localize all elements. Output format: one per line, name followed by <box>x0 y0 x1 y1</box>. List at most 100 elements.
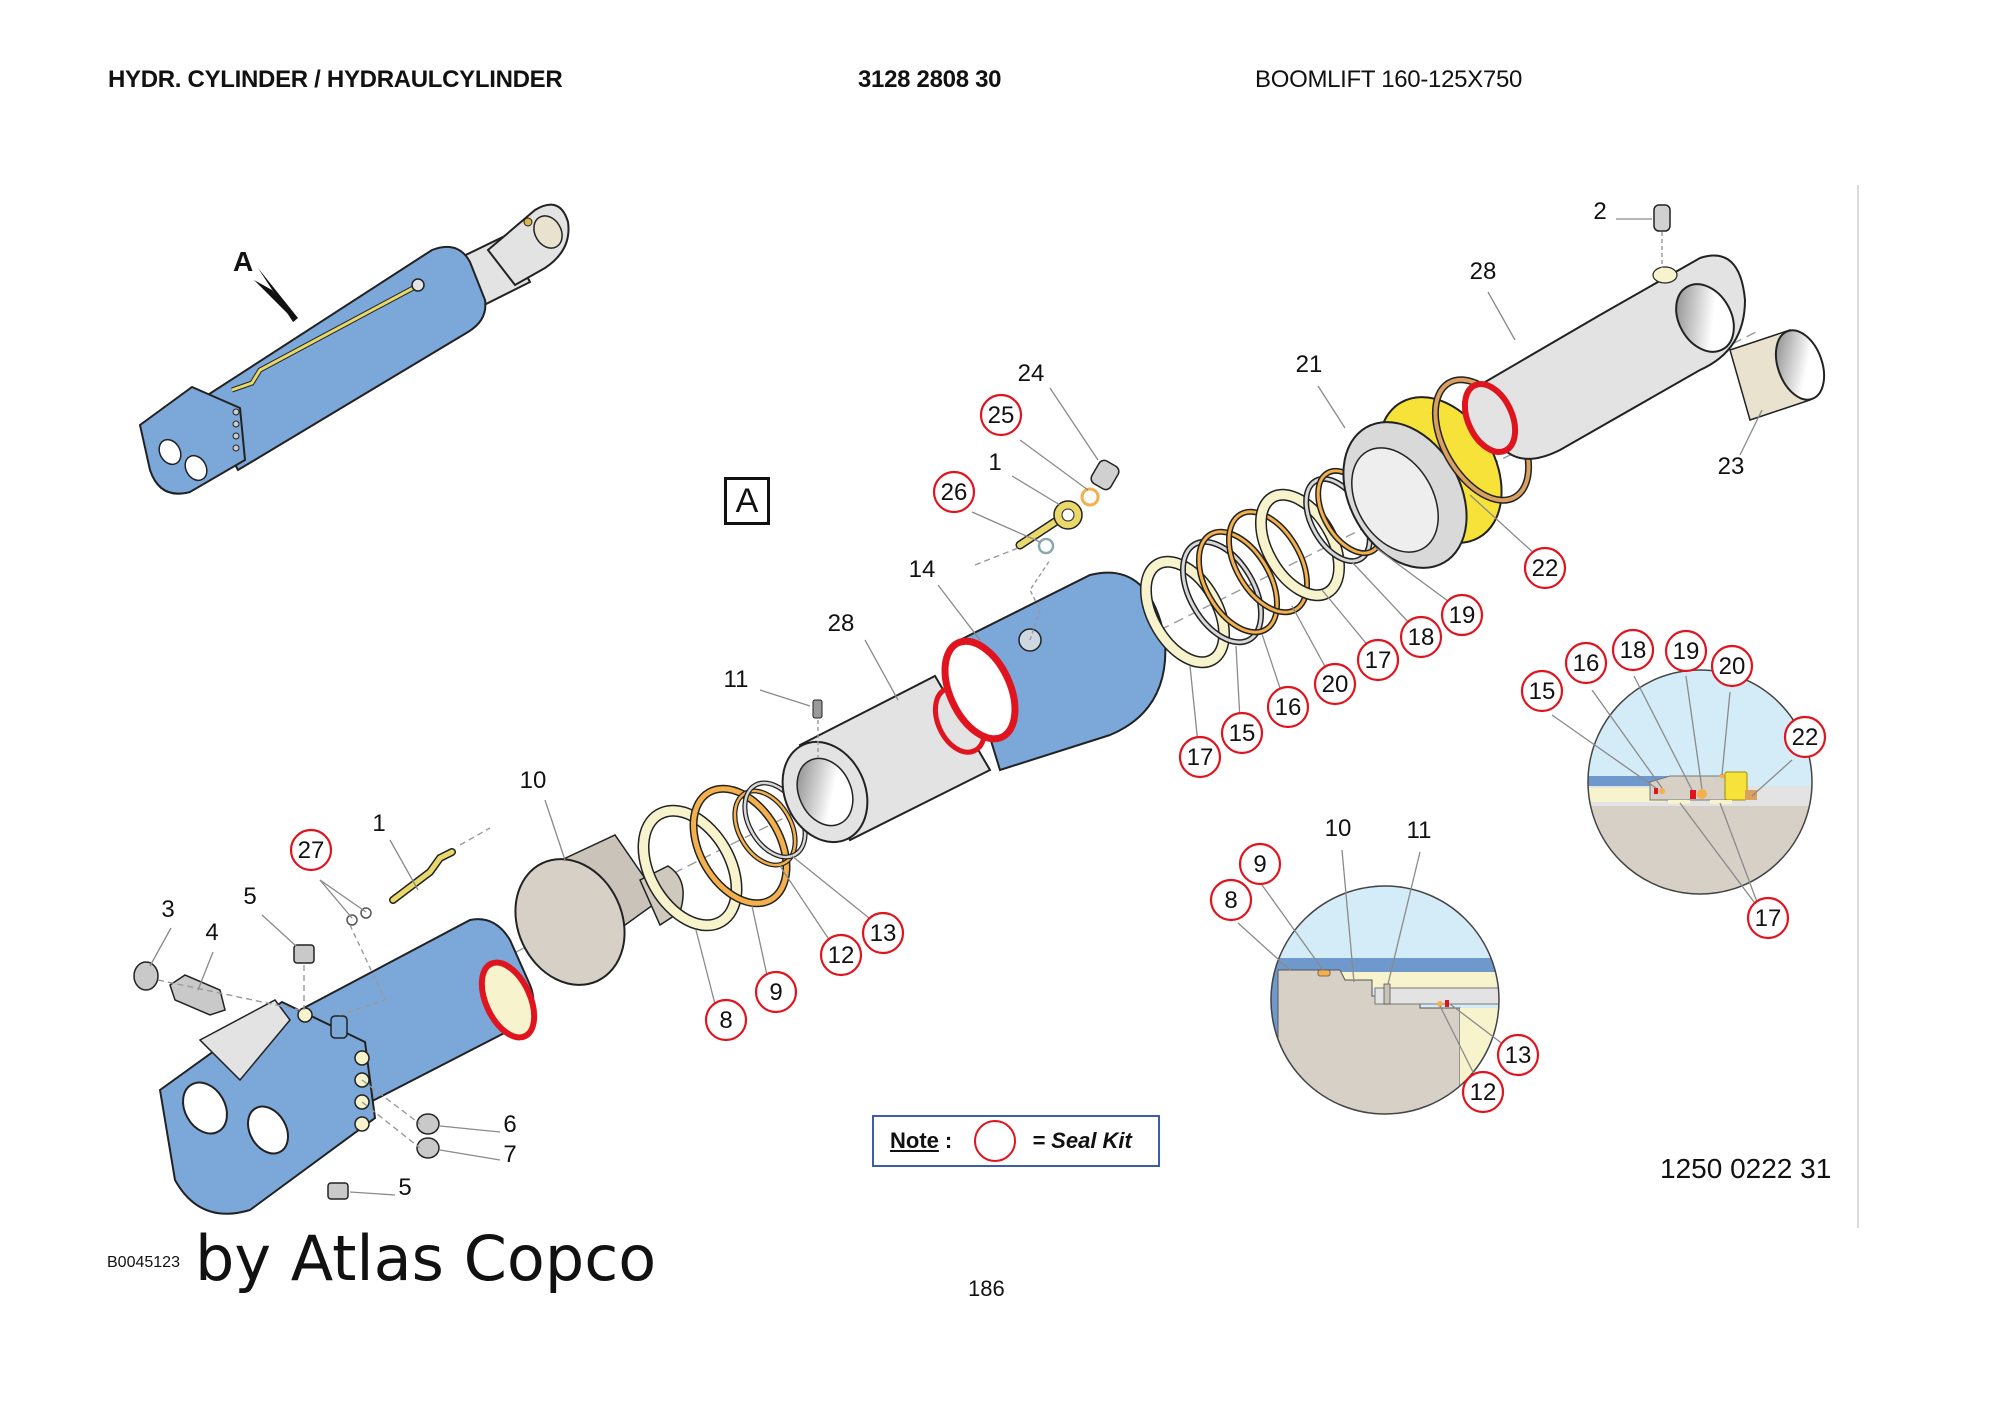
seal-kit-circle-icon <box>974 1120 1017 1162</box>
callout-number: 19 <box>1673 638 1700 665</box>
callout-8: 8 <box>704 998 748 1042</box>
callout-11: 11 <box>724 666 749 693</box>
bushing-part-23 <box>1729 329 1826 421</box>
callout-number: 17 <box>1755 905 1782 932</box>
callout-number: 15 <box>1229 720 1256 747</box>
callout-number: 5 <box>398 1174 411 1201</box>
tube-bore-seal-face <box>478 959 538 1041</box>
callout-number: 4 <box>205 919 218 946</box>
callout-22: 22 <box>1523 546 1567 590</box>
seal-kit-marker <box>1611 628 1655 672</box>
detail-piston-section <box>1237 849 1509 1115</box>
seal-kit-marker <box>1399 615 1443 659</box>
detail-gland-callout-16: 16 <box>1564 641 1608 685</box>
cylinder-head-part-14 <box>941 559 1167 772</box>
seal-kit-marker <box>1266 685 1310 729</box>
callout-19: 19 <box>1440 593 1484 637</box>
callout-number: 1 <box>988 449 1001 476</box>
view-a-arrow <box>258 268 298 322</box>
note-label: Note <box>890 1128 939 1153</box>
reference-code: 1250 0222 31 <box>1660 1153 1832 1184</box>
page-edge-line <box>1857 185 1859 1228</box>
callout-number: 16 <box>1275 694 1302 721</box>
head-fittings <box>974 459 1120 566</box>
callout-number: 11 <box>1407 817 1432 844</box>
callout-27: 27 <box>289 828 333 872</box>
detail-gland-callout-18: 18 <box>1611 628 1655 672</box>
overview-cylinder <box>138 203 570 495</box>
callout-21: 21 <box>1296 351 1323 378</box>
document-title: HYDR. CYLINDER / HYDRAULCYLINDER <box>108 66 563 93</box>
seal-kit-marker <box>979 393 1023 437</box>
callout-20: 20 <box>1313 662 1357 706</box>
callout-number: 8 <box>1224 887 1237 914</box>
seal-kit-marker <box>1496 1033 1540 1077</box>
valve-part-4 <box>169 974 226 1016</box>
callout-23: 23 <box>1718 453 1745 480</box>
callout-12: 12 <box>819 933 863 977</box>
cylinder-tube-with-base <box>158 918 538 1215</box>
seal-kit-marker <box>289 828 333 872</box>
detail-piston-callout-11: 11 <box>1407 817 1432 844</box>
callout-number: 10 <box>1325 815 1352 842</box>
callout-number: 24 <box>1018 360 1045 387</box>
callout-26: 26 <box>932 470 976 514</box>
callout-28: 28 <box>828 610 855 637</box>
callout-number: 26 <box>941 479 968 506</box>
callout-17: 17 <box>1178 735 1222 779</box>
callout-number: 10 <box>520 767 547 794</box>
callout-2: 2 <box>1593 198 1606 225</box>
callout-28: 28 <box>1470 258 1497 285</box>
seal-kit-marker <box>754 970 798 1014</box>
callout-number: 17 <box>1187 744 1214 771</box>
callout-number: 18 <box>1408 624 1435 651</box>
callout-6: 6 <box>503 1111 516 1138</box>
callout-number: 20 <box>1719 653 1746 680</box>
callout-24: 24 <box>1018 360 1045 387</box>
callout-9: 9 <box>754 970 798 1014</box>
callout-number: 28 <box>828 610 855 637</box>
seal-kit-marker <box>1238 842 1282 886</box>
detail-gland-section <box>1551 669 1813 911</box>
page-number: 186 <box>968 1276 1005 1301</box>
seal-kit-marker <box>1209 878 1253 922</box>
callout-1: 1 <box>988 449 1001 476</box>
callout-number: 7 <box>503 1141 516 1168</box>
callout-number: 12 <box>1470 1079 1497 1106</box>
detail-gland-callout-22: 22 <box>1783 715 1827 759</box>
seal-kit-marker <box>1313 662 1357 706</box>
seal-kit-marker <box>1461 1070 1505 1114</box>
callout-number: 8 <box>719 1007 732 1034</box>
callout-number: 25 <box>988 402 1015 429</box>
part-number: 3128 2808 30 <box>858 66 1002 93</box>
rod-eye-part-28 <box>1461 204 1826 460</box>
detail-piston-callout-10: 10 <box>1325 815 1352 842</box>
note-colon: : <box>944 1128 953 1153</box>
callout-number: 22 <box>1792 724 1819 751</box>
callout-number: 6 <box>503 1111 516 1138</box>
piston-rod-part-28 <box>781 674 992 844</box>
callout-number: 9 <box>1253 851 1266 878</box>
callout-number: 16 <box>1573 650 1600 677</box>
pipe-lower <box>339 827 491 1016</box>
detail-piston-callout-13: 13 <box>1496 1033 1540 1077</box>
callout-number: 18 <box>1620 637 1647 664</box>
callout-5: 5 <box>398 1174 411 1201</box>
callout-17: 17 <box>1356 638 1400 682</box>
overview-base-clevis <box>138 385 247 495</box>
callout-number: 15 <box>1529 678 1556 705</box>
callout-number: 13 <box>870 920 897 947</box>
callout-number: 5 <box>243 883 256 910</box>
callout-15: 15 <box>1220 711 1264 755</box>
callout-16: 16 <box>1266 685 1310 729</box>
detail-gland-callout-15: 15 <box>1520 669 1564 713</box>
seal-kit-marker <box>1783 715 1827 759</box>
seal-kit-marker <box>1220 711 1264 755</box>
seal-kit-marker <box>1440 593 1484 637</box>
callout-3: 3 <box>161 896 174 923</box>
callout-number: 17 <box>1365 647 1392 674</box>
callout-13: 13 <box>861 911 905 955</box>
callout-number: 23 <box>1718 453 1745 480</box>
seal-kit-marker <box>1523 546 1567 590</box>
